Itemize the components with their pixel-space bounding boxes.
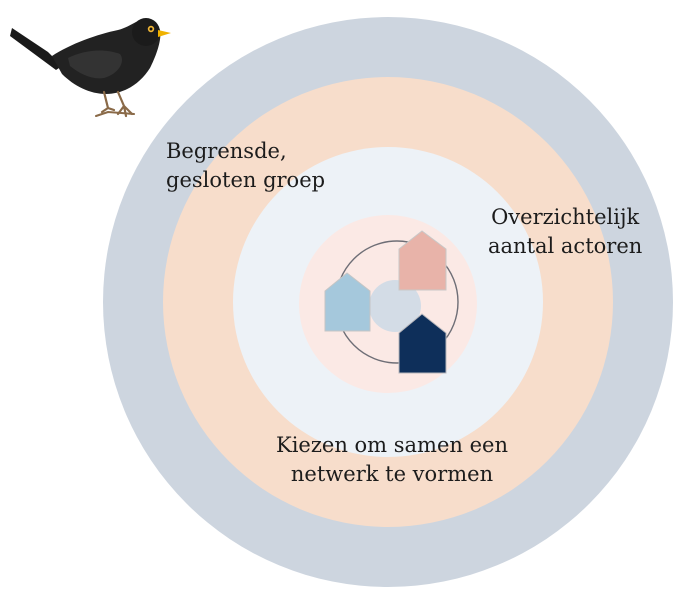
inner-ring-label-line-2: netwerk te vormen xyxy=(290,462,494,486)
outer-ring-label: Begrensde, gesloten groep xyxy=(166,137,325,195)
inner-ring-label: Kiezen om samen een netwerk te vormen xyxy=(270,431,514,489)
middle-ring-label: Overzichtelijk aantal actoren xyxy=(488,203,642,261)
middle-ring-label-line-2: aantal actoren xyxy=(488,234,643,258)
outer-ring-label-line-1: Begrensde, xyxy=(166,139,287,163)
network-group xyxy=(324,230,459,374)
house-icon xyxy=(398,313,447,374)
outer-ring-label-line-2: gesloten groep xyxy=(166,168,326,192)
inner-ring-label-line-1: Kiezen om samen een xyxy=(276,433,508,457)
network-node xyxy=(369,280,421,332)
blackbird-icon xyxy=(10,18,171,118)
house-icon xyxy=(398,230,447,291)
middle-ring-label-line-1: Overzichtelijk xyxy=(491,205,640,229)
house-icon xyxy=(324,272,371,332)
